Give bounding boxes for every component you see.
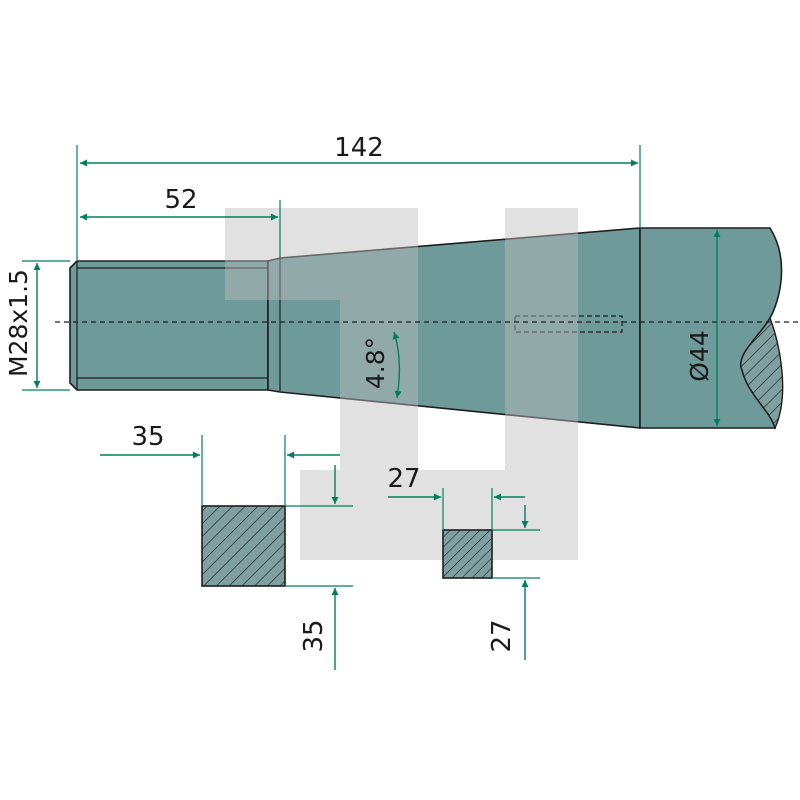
thread-length-label: 52 [164, 185, 197, 215]
large-section-height-label: 35 [299, 619, 329, 652]
overall-length-dimension: 142 [76, 133, 641, 261]
overall-length-label: 142 [334, 133, 384, 163]
diameter-dimension: Ø44 [685, 230, 721, 426]
small-section-height-label: 27 [487, 619, 517, 652]
large-square-section: 35 35 [100, 422, 353, 670]
taper-angle-label: 4.8° [361, 337, 390, 389]
small-square-section: 27 27 [387, 464, 540, 660]
broken-section-hatch [740, 316, 784, 431]
bolt-part [69, 227, 784, 431]
keyway-slot [514, 315, 623, 333]
thread-spec-label: M28x1.5 [4, 269, 33, 377]
small-section-hatch [442, 529, 493, 579]
logo-watermark [225, 208, 578, 560]
large-section-hatch [201, 505, 286, 587]
small-section-width-label: 27 [387, 464, 420, 494]
diameter-label: Ø44 [685, 330, 714, 382]
large-section-width-label: 35 [131, 422, 164, 452]
thread-spec-dimension: M28x1.5 [4, 260, 70, 391]
thread-length-dimension: 52 [80, 185, 281, 258]
taper-angle-dimension: 4.8° [361, 331, 402, 399]
